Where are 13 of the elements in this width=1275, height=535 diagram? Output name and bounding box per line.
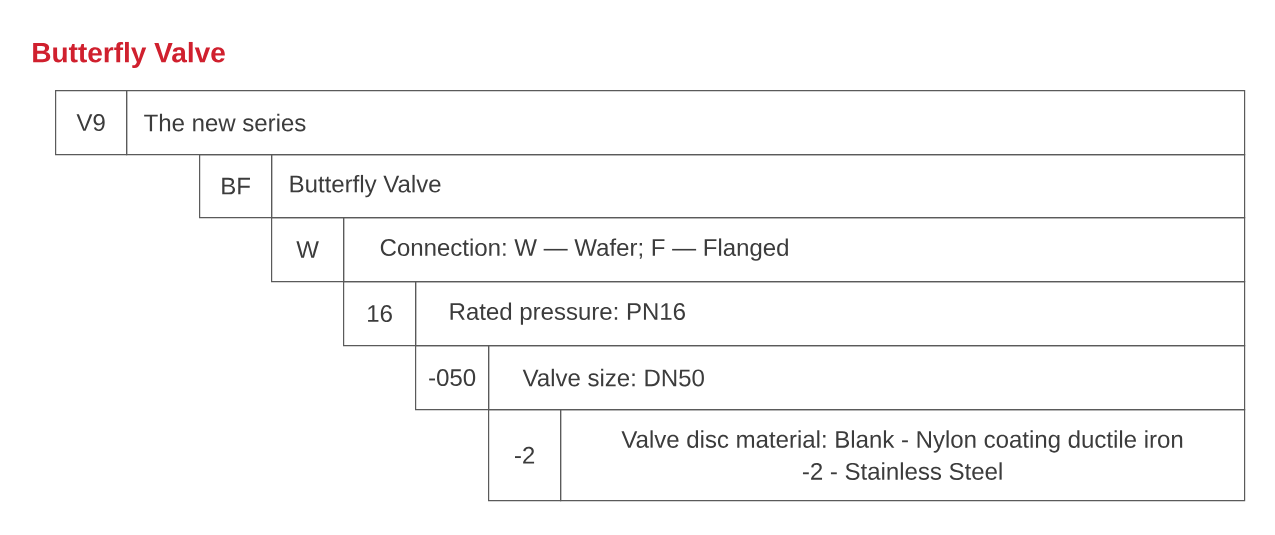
title: Butterfly Valve	[33, 41, 225, 69]
code-cell: 16	[343, 281, 417, 347]
description-cell: Valve disc material: Blank - Nylon coating ductile iron -2 - Stainless Steel	[560, 409, 1246, 502]
description-cell: The new series	[126, 90, 1246, 156]
code-cell: -050	[415, 345, 490, 411]
code-cell: V9	[55, 90, 128, 156]
code-cell: W	[271, 217, 345, 283]
code-cell: BF	[199, 154, 273, 219]
description-cell: Rated pressure: PN16	[415, 281, 1246, 347]
description-cell: Butterfly Valve	[271, 154, 1246, 219]
code-cell: -2	[488, 409, 562, 502]
description-cell: Connection: W — Wafer; F — Flanged	[343, 217, 1246, 283]
description-cell: Valve size: DN50	[488, 345, 1246, 411]
